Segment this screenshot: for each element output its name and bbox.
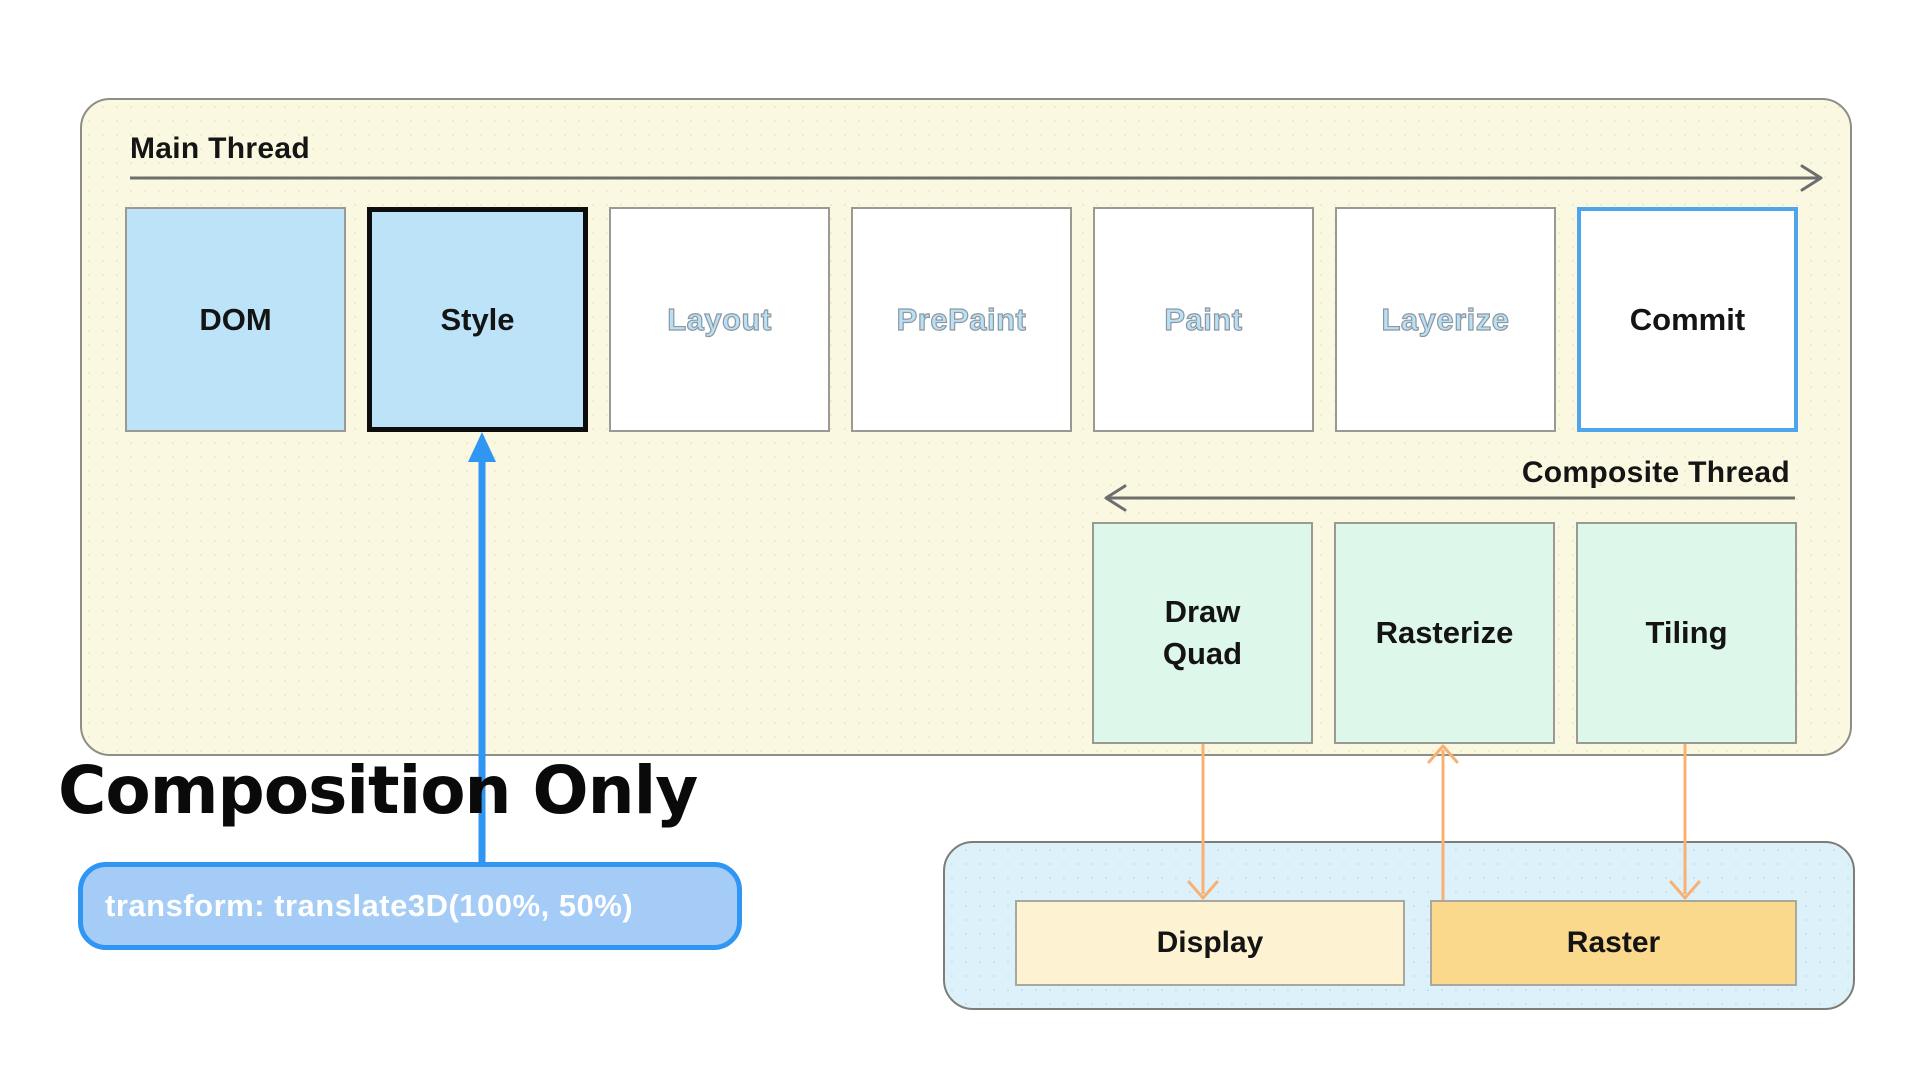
pipeline-box-label: Style bbox=[440, 301, 515, 337]
pipeline-box-label: Layout bbox=[667, 301, 772, 337]
main-thread-label: Main Thread bbox=[130, 132, 310, 165]
raster-box-label: Raster bbox=[1566, 926, 1661, 959]
pipeline-box-commit: Commit bbox=[1577, 207, 1798, 432]
composite-box-label: Tiling bbox=[1645, 615, 1728, 651]
pipeline-box-label: DOM bbox=[199, 301, 272, 337]
pipeline-box-paint: Paint bbox=[1093, 207, 1314, 432]
pipeline-box-dom: DOM bbox=[125, 207, 346, 432]
main-thread-arrow bbox=[130, 164, 1823, 192]
composite-row: Draw Quad Rasterize Tiling bbox=[1092, 522, 1797, 744]
composite-thread-label: Composite Thread bbox=[1521, 456, 1790, 489]
raster-box: Raster bbox=[1430, 900, 1797, 986]
pipeline-box-label: PrePaint bbox=[896, 301, 1027, 337]
pipeline-box-label: Commit bbox=[1629, 301, 1746, 337]
pipeline-box-label: Paint bbox=[1164, 301, 1243, 337]
pipeline-row: DOM Style Layout PrePaint Paint Layerize… bbox=[125, 207, 1798, 432]
display-box-label: Display bbox=[1156, 926, 1264, 959]
main-thread-panel: Main Thread DOM Style Layout PrePaint Pa… bbox=[80, 98, 1852, 756]
composite-box-draw-quad: Draw Quad bbox=[1092, 522, 1313, 744]
pipeline-box-layout: Layout bbox=[609, 207, 830, 432]
composite-box-tiling: Tiling bbox=[1576, 522, 1797, 744]
transform-code-text: transform: translate3D(100%, 50%) bbox=[105, 888, 634, 923]
pipeline-box-prepaint: PrePaint bbox=[851, 207, 1072, 432]
transform-code-pill: transform: translate3D(100%, 50%) bbox=[78, 862, 742, 950]
composition-only-title: Composition Only bbox=[58, 752, 698, 829]
pipeline-box-style: Style bbox=[367, 207, 588, 432]
composite-box-rasterize: Rasterize bbox=[1334, 522, 1555, 744]
gpu-process-panel: Display Raster bbox=[943, 841, 1855, 1010]
composite-box-label: Draw Quad bbox=[1162, 594, 1243, 671]
composite-box-label: Rasterize bbox=[1375, 615, 1514, 651]
pipeline-box-label: Layerize bbox=[1381, 301, 1510, 337]
pipeline-box-layerize: Layerize bbox=[1335, 207, 1556, 432]
display-box: Display bbox=[1015, 900, 1405, 986]
